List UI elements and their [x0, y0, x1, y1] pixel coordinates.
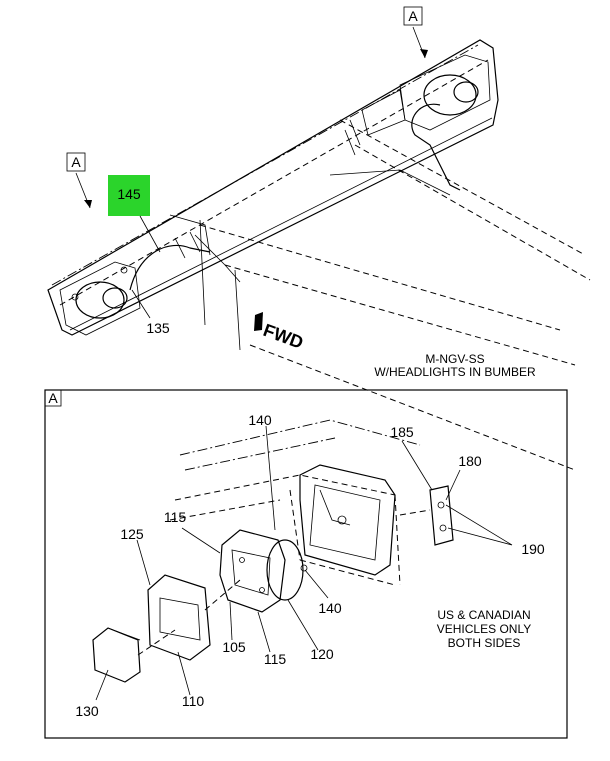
caption-line-1: M-NGV-SS [425, 352, 484, 366]
part-185-label: 185 [390, 424, 414, 440]
part-130-label: 130 [75, 703, 99, 719]
caption-line-2: W/HEADLIGHTS IN BUMBER [374, 365, 536, 379]
part-110-label: 110 [182, 693, 205, 709]
note-line-1: US & CANADIAN [437, 608, 530, 622]
part-190-label: 190 [521, 541, 545, 557]
part-140-right-label: 140 [318, 600, 342, 616]
part-140-top-label: 140 [248, 412, 272, 428]
part-180-label: 180 [458, 453, 482, 469]
part-145-highlight[interactable] [108, 175, 150, 216]
part-145-label: 145 [117, 186, 141, 202]
callout-a-left: A [71, 154, 81, 170]
note-line-2: VEHICLES ONLY [437, 622, 531, 636]
note-line-3: BOTH SIDES [448, 636, 521, 650]
part-115-top-label: 115 [164, 509, 187, 525]
fwd-label: FWD [261, 320, 306, 353]
detail-frame-label: A [48, 390, 58, 406]
bumper-assembly-view: A A 145 135 FWD M-NGV-SS W/HEADLIGHTS IN… [47, 6, 591, 471]
part-135-label: 135 [146, 320, 170, 336]
part-120-label: 120 [310, 646, 334, 662]
callout-a-right: A [408, 8, 418, 24]
detail-a-frame: A [44, 389, 568, 739]
part-115-bottom-label: 115 [264, 651, 287, 667]
part-105-label: 105 [222, 639, 246, 655]
part-125-label: 125 [120, 526, 144, 542]
